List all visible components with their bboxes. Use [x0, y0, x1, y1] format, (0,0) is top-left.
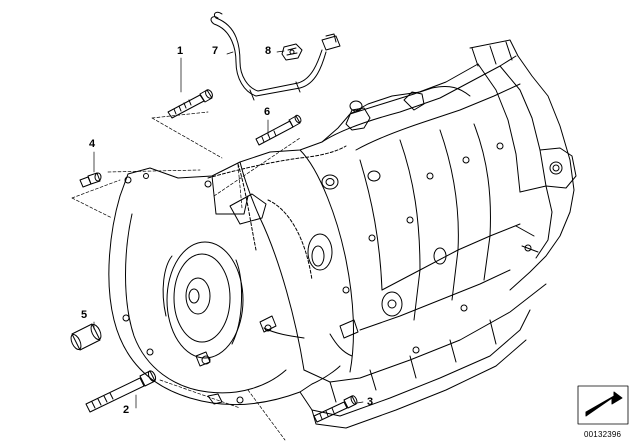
- bolt-2-icon[interactable]: [85, 370, 157, 413]
- callout-2[interactable]: 2: [123, 404, 130, 416]
- callout-6[interactable]: 6: [264, 106, 271, 118]
- transmission-housing[interactable]: [108, 39, 577, 429]
- clip-8-icon[interactable]: [281, 43, 303, 61]
- pipe-7-icon[interactable]: [210, 11, 341, 101]
- callout-7[interactable]: 7: [212, 45, 219, 57]
- sleeve-5-icon[interactable]: [69, 323, 103, 351]
- callout-5[interactable]: 5: [81, 309, 88, 321]
- bolt-3-icon[interactable]: [313, 395, 358, 423]
- direction-arrow-icon: [577, 385, 629, 425]
- leader-lines: [71, 50, 364, 441]
- bolt-4-icon[interactable]: [79, 172, 102, 188]
- callout-8[interactable]: 8: [265, 45, 272, 57]
- bolt-1-icon[interactable]: [167, 89, 214, 119]
- callout-1[interactable]: 1: [177, 45, 184, 57]
- diagram-id-label: 00132396: [584, 430, 622, 439]
- callout-3[interactable]: 3: [367, 396, 374, 408]
- bolt-6-icon[interactable]: [255, 114, 302, 146]
- callout-4[interactable]: 4: [89, 138, 96, 150]
